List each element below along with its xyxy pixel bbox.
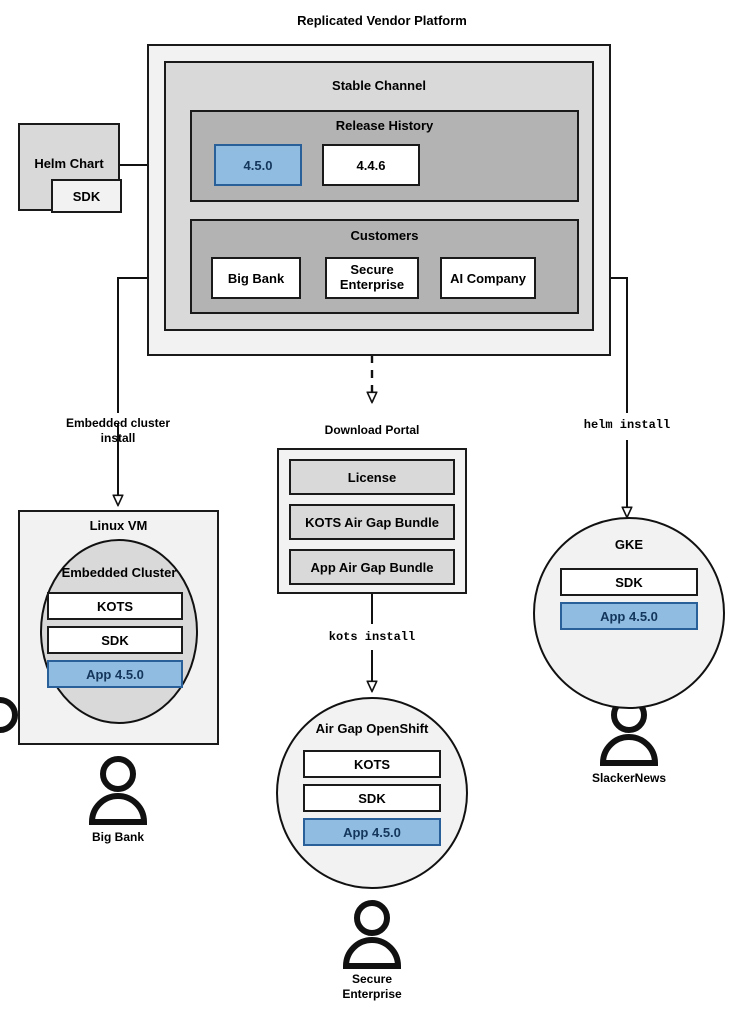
linuxvm-component-kots-label: KOTS xyxy=(96,598,134,614)
release-chip-previous[interactable]: 4.4.6 xyxy=(322,144,420,186)
openshift-component-kots-label: KOTS xyxy=(353,756,391,772)
helm-chart-label: Helm Chart xyxy=(34,156,104,171)
portal-item-app-air-gap-bundle[interactable]: App Air Gap Bundle xyxy=(289,549,455,585)
embedded-cluster-title: Embedded Cluster xyxy=(61,565,177,580)
target-gke-title: GKE xyxy=(614,537,644,552)
linuxvm-component-sdk[interactable]: SDK xyxy=(47,626,183,654)
helm-chart-sdk-label: SDK xyxy=(72,188,101,204)
linuxvm-component-kots[interactable]: KOTS xyxy=(47,592,183,620)
flow-label-helm-install: helm install xyxy=(583,418,671,432)
openshift-component-kots[interactable]: KOTS xyxy=(303,750,441,778)
diagram-title: Replicated Vendor Platform xyxy=(297,13,467,28)
customer-chip-big-bank[interactable]: Big Bank xyxy=(211,257,301,299)
openshift-component-sdk[interactable]: SDK xyxy=(303,784,441,812)
gke-component-app[interactable]: App 4.5.0 xyxy=(560,602,698,630)
target-linux-vm-title: Linux VM xyxy=(89,518,148,533)
stable-channel-title: Stable Channel xyxy=(332,78,426,93)
gke-component-sdk[interactable]: SDK xyxy=(560,568,698,596)
gke-component-app-label: App 4.5.0 xyxy=(600,608,658,624)
release-chip-current-label: 4.5.0 xyxy=(243,157,273,173)
customer-chip-secure-enterprise-label: Secure Enterprise xyxy=(339,262,405,292)
openshift-component-sdk-label: SDK xyxy=(358,790,386,806)
customers-title: Customers xyxy=(350,228,419,243)
linuxvm-component-sdk-label: SDK xyxy=(101,632,129,648)
portal-item-license[interactable]: License xyxy=(289,459,455,495)
gke-customer-label: SlackerNews xyxy=(591,771,667,785)
openshift-customer-label: Secure Enterprise xyxy=(342,972,402,1001)
portal-item-license-label: License xyxy=(347,469,397,485)
customer-chip-big-bank-label: Big Bank xyxy=(227,270,285,286)
target-air-gap-openshift-title: Air Gap OpenShift xyxy=(315,721,429,736)
customer-chip-ai-company-label: AI Company xyxy=(450,270,526,286)
linuxvm-component-app-label: App 4.5.0 xyxy=(86,666,144,682)
download-portal-title: Download Portal xyxy=(324,423,420,437)
customer-chip-secure-enterprise[interactable]: Secure Enterprise xyxy=(325,257,419,299)
portal-item-kots-air-gap-bundle[interactable]: KOTS Air Gap Bundle xyxy=(289,504,455,540)
flow-label-kots-install: kots install xyxy=(328,630,416,644)
openshift-component-app-label: App 4.5.0 xyxy=(343,824,401,840)
openshift-component-app[interactable]: App 4.5.0 xyxy=(303,818,441,846)
release-history-title: Release History xyxy=(335,118,434,133)
gke-component-sdk-label: SDK xyxy=(615,574,643,590)
linuxvm-component-app[interactable]: App 4.5.0 xyxy=(47,660,183,688)
portal-item-app-air-gap-bundle-label: App Air Gap Bundle xyxy=(310,559,434,575)
helm-chart-sdk-box[interactable]: SDK xyxy=(51,179,122,213)
linuxvm-customer-label: Big Bank xyxy=(91,830,144,844)
release-chip-previous-label: 4.4.6 xyxy=(356,157,386,173)
flow-label-embedded-cluster-install: Embedded cluster install xyxy=(65,416,171,445)
customer-chip-ai-company[interactable]: AI Company xyxy=(440,257,536,299)
release-chip-current[interactable]: 4.5.0 xyxy=(214,144,302,186)
portal-item-kots-air-gap-bundle-label: KOTS Air Gap Bundle xyxy=(305,514,439,530)
